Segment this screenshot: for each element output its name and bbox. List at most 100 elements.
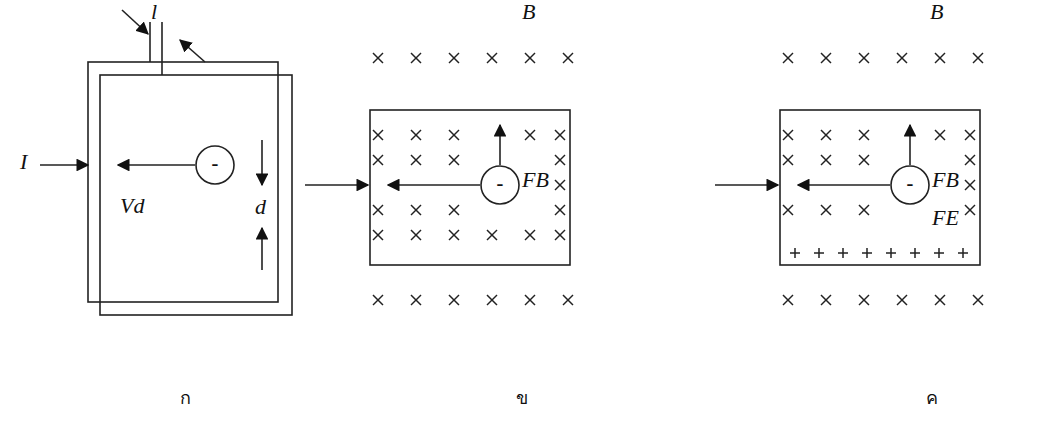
mark-stroke [783, 155, 793, 165]
field-label: B [930, 0, 943, 24]
mark-stroke [487, 295, 497, 305]
mark-stroke [411, 155, 421, 165]
mark-stroke [821, 130, 831, 140]
width-label: d [255, 195, 266, 219]
mark-stroke [859, 53, 869, 63]
dimension-arrow [122, 10, 148, 34]
mark-stroke [411, 295, 421, 305]
current-arrow [715, 184, 778, 186]
mark-stroke [449, 130, 459, 140]
mark-stroke [965, 205, 975, 215]
mark-stroke [411, 155, 421, 165]
panel-label: ข [516, 388, 528, 408]
dimension-arrow [180, 40, 205, 62]
electron-circle: - [480, 165, 520, 205]
mark-stroke [897, 53, 907, 63]
mark-stroke [555, 230, 565, 240]
mark-stroke [935, 295, 945, 305]
mark-stroke [783, 295, 793, 305]
mark-stroke [487, 53, 497, 63]
mark-stroke [449, 230, 459, 240]
mark-stroke [973, 295, 983, 305]
mark-stroke [935, 130, 945, 140]
mark-stroke [783, 130, 793, 140]
mark-stroke [859, 155, 869, 165]
mark-stroke [487, 230, 497, 240]
current-label: I [20, 150, 27, 174]
mark-stroke [818, 248, 820, 258]
mark-stroke [935, 295, 945, 305]
mark-stroke [411, 230, 421, 240]
mark-stroke [859, 130, 869, 140]
mark-stroke [555, 130, 565, 140]
force-label: FE [932, 206, 959, 230]
mark-stroke [373, 155, 383, 165]
panel-label: ค [926, 388, 938, 408]
mark-stroke [411, 295, 421, 305]
mark-stroke [449, 53, 459, 63]
mark-stroke [525, 130, 535, 140]
panel-label: ก [180, 388, 191, 408]
mark-stroke [449, 295, 459, 305]
mark-stroke [373, 295, 383, 305]
mark-stroke [973, 295, 983, 305]
mark-stroke [973, 53, 983, 63]
force-arrow [909, 125, 911, 165]
mark-stroke [866, 248, 868, 258]
mark-stroke [859, 130, 869, 140]
mark-stroke [449, 205, 459, 215]
field-marks [373, 53, 983, 305]
mark-stroke [965, 130, 975, 140]
mark-stroke [563, 295, 573, 305]
dimension-arrow [261, 140, 263, 185]
mark-stroke [373, 205, 383, 215]
mark-stroke [373, 205, 383, 215]
mark-stroke [525, 130, 535, 140]
mark-stroke [555, 155, 565, 165]
mark-stroke [914, 248, 916, 258]
mark-stroke [859, 205, 869, 215]
mark-stroke [555, 205, 565, 215]
mark-stroke [449, 205, 459, 215]
electron-circle: - [890, 165, 930, 205]
force-label: FB [522, 168, 549, 192]
mark-stroke [525, 230, 535, 240]
charge-sign: - [480, 165, 520, 203]
mark-stroke [794, 248, 796, 258]
electron-circle: - [195, 145, 235, 185]
mark-stroke [938, 248, 940, 258]
dimension-line [149, 22, 151, 62]
mark-stroke [525, 53, 535, 63]
mark-stroke [373, 130, 383, 140]
mark-stroke [821, 53, 831, 63]
mark-stroke [563, 53, 573, 63]
mark-stroke [962, 248, 964, 258]
mark-stroke [555, 205, 565, 215]
mark-stroke [525, 230, 535, 240]
mark-stroke [859, 53, 869, 63]
mark-stroke [373, 230, 383, 240]
field-label: B [522, 0, 535, 24]
mark-stroke [555, 230, 565, 240]
slab-front [88, 62, 278, 302]
thickness-label: l [151, 0, 157, 24]
mark-stroke [783, 205, 793, 215]
mark-stroke [890, 248, 892, 258]
mark-stroke [555, 155, 565, 165]
mark-stroke [859, 295, 869, 305]
current-arrow [305, 184, 368, 186]
conductor-plate [780, 110, 980, 265]
mark-stroke [842, 248, 844, 258]
mark-stroke [373, 155, 383, 165]
mark-stroke [821, 205, 831, 215]
current-arrow [40, 164, 88, 166]
mark-stroke [821, 53, 831, 63]
mark-stroke [935, 53, 945, 63]
mark-stroke [821, 155, 831, 165]
mark-stroke [783, 53, 793, 63]
mark-stroke [821, 130, 831, 140]
mark-stroke [965, 130, 975, 140]
force-arrow [499, 125, 501, 165]
mark-stroke [973, 53, 983, 63]
dimension-arrow [261, 228, 263, 270]
